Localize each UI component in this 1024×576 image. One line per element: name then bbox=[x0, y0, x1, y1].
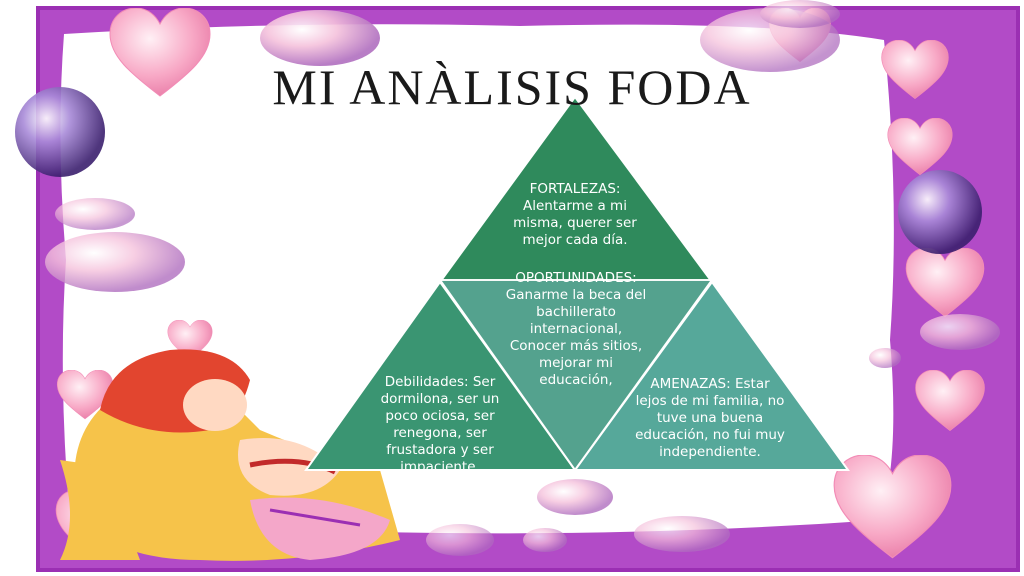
amenazas-text: AMENAZAS: Estar lejos de mi familia, no … bbox=[635, 376, 785, 460]
bubble-decorations bbox=[15, 0, 1000, 556]
oportunidades-text: OPORTUNIDADES: Ganarme la beca del bachi… bbox=[505, 270, 647, 388]
slide-title: MI ANÀLISIS FODA bbox=[272, 59, 752, 115]
foda-diagram bbox=[304, 95, 850, 472]
girl-illustration bbox=[60, 349, 401, 561]
debilidades-text: Debilidades: Ser dormilona, ser un poco … bbox=[380, 374, 500, 475]
fortalezas-text: FORTALEZAS: Alentarme a mi misma, querer… bbox=[513, 181, 637, 248]
triangle-oportunidades bbox=[438, 279, 714, 472]
